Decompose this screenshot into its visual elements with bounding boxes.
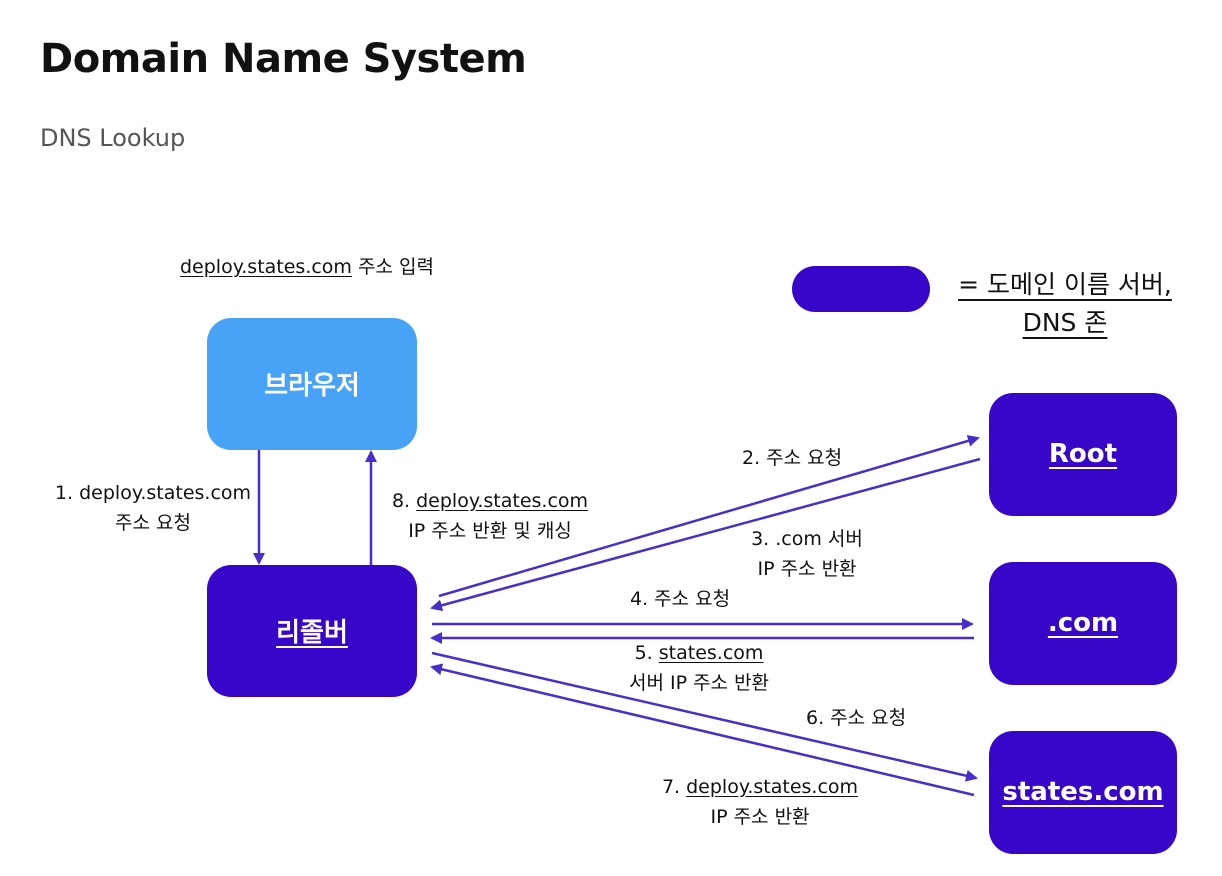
page-title: Domain Name System — [40, 36, 527, 82]
page-subtitle: DNS Lookup — [40, 124, 186, 152]
input-note: deploy.states.com 주소 입력 — [180, 252, 434, 282]
resolver-node: 리졸버 — [207, 565, 417, 697]
states-label: states.com — [1002, 776, 1164, 807]
step-3-line-1: 3. .com 서버 — [751, 528, 863, 550]
legend-line-2: DNS 존 — [1022, 308, 1108, 337]
step-6-label: 6. 주소 요청 — [806, 703, 906, 733]
com-server-node: .com — [989, 562, 1177, 685]
step-2-label: 2. 주소 요청 — [742, 443, 842, 473]
arrow-step-3 — [430, 457, 981, 612]
step-5-domain: states.com — [658, 642, 764, 664]
input-note-domain: deploy.states.com — [180, 256, 352, 278]
browser-node: 브라우저 — [207, 318, 417, 450]
arrow-step-7 — [430, 663, 975, 797]
step-5-label: 5. states.com 서버 IP 주소 반환 — [614, 638, 784, 698]
arrow-step-2 — [438, 435, 980, 598]
step-8-label: 8. deploy.states.com IP 주소 반환 및 캐싱 — [380, 486, 600, 546]
legend-text: = 도메인 이름 서버, DNS 존 — [950, 266, 1180, 342]
step-1-line-1: 1. deploy.states.com — [54, 482, 252, 504]
step-7-domain: deploy.states.com — [686, 776, 859, 798]
browser-label: 브라우저 — [264, 370, 360, 401]
com-label: .com — [1047, 607, 1119, 638]
legend-line-1: = 도메인 이름 서버, — [958, 270, 1172, 299]
step-5-line-2: 서버 IP 주소 반환 — [628, 672, 770, 694]
root-label: Root — [1048, 438, 1118, 469]
step-1-line-2: 주소 요청 — [115, 512, 191, 534]
step-3-label: 3. .com 서버 IP 주소 반환 — [742, 524, 872, 584]
step-7-label: 7. deploy.states.com IP 주소 반환 — [652, 772, 868, 832]
root-server-node: Root — [989, 393, 1177, 516]
step-1-label: 1. deploy.states.com 주소 요청 — [48, 478, 258, 538]
step-8-domain: deploy.states.com — [416, 490, 589, 512]
step-3-line-2: IP 주소 반환 — [757, 558, 857, 580]
step-8-line-2: IP 주소 반환 및 캐싱 — [408, 520, 572, 542]
step-4-label: 4. 주소 요청 — [630, 584, 730, 614]
step-2-line-1: 2. 주소 요청 — [742, 447, 843, 469]
step-7-line-2: IP 주소 반환 — [710, 806, 810, 828]
step-6-line-1: 6. 주소 요청 — [806, 707, 907, 729]
states-server-node: states.com — [989, 731, 1177, 854]
step-7-prefix: 7. — [661, 776, 687, 798]
step-8-prefix: 8. — [391, 490, 417, 512]
arrow-step-6 — [431, 651, 978, 782]
input-note-suffix: 주소 입력 — [351, 256, 434, 278]
step-5-prefix: 5. — [634, 642, 659, 664]
resolver-label: 리졸버 — [276, 617, 348, 648]
step-4-line-1: 4. 주소 요청 — [630, 588, 731, 610]
legend-swatch — [792, 266, 930, 312]
